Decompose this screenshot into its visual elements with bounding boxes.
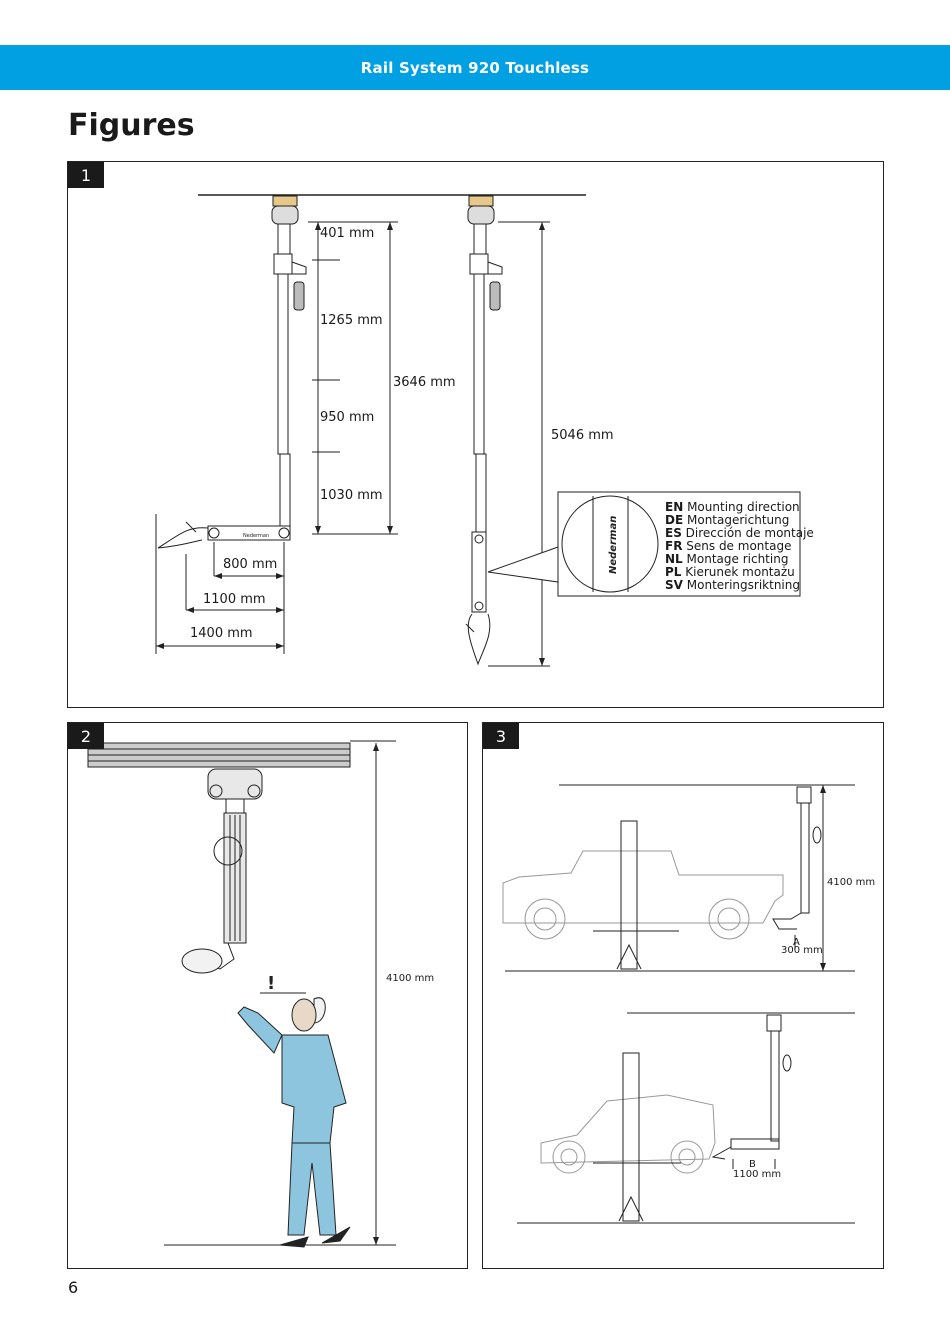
warning-icon: ! — [267, 973, 275, 994]
figure-1-drawing: Nederman — [155, 194, 814, 667]
lang-code: ES — [665, 526, 682, 540]
svg-text:DE Montagerichtung: DE Montagerichtung — [665, 513, 789, 527]
figure-3-panel: 4100 mm A 300 mm B 1100 mm 3 — [482, 722, 884, 1269]
dim-401: 401 mm — [320, 226, 374, 241]
label-a: A — [793, 937, 800, 948]
dim-4100: 4100 mm — [386, 973, 434, 984]
brand-logo: Nederman — [608, 516, 619, 574]
header-bar: Rail System 920 Touchless — [0, 45, 950, 90]
mounting-direction-list: EN Mounting direction DE Montagerichtung… — [665, 500, 814, 592]
svg-text:SV Monteringsriktning: SV Monteringsriktning — [665, 578, 800, 592]
svg-text:EN Mounting direction: EN Mounting direction — [665, 500, 800, 514]
svg-text:NL Montage richting: NL Montage richting — [665, 552, 788, 566]
figure-2-number: 2 — [68, 723, 104, 749]
figure-2-panel: ! 4100 mm 2 — [67, 722, 468, 1269]
svg-text:ES Dirección de montaje: ES Dirección de montaje — [665, 526, 814, 540]
lang-text: Dirección de montaje — [686, 526, 814, 540]
dim-5046: 5046 mm — [551, 428, 614, 443]
lang-text: Kierunek montażu — [685, 565, 794, 579]
dim-1030: 1030 mm — [320, 488, 383, 503]
header-title: Rail System 920 Touchless — [360, 58, 590, 77]
dim-950: 950 mm — [320, 410, 374, 425]
svg-text:Nederman: Nederman — [243, 533, 269, 539]
lang-text: Montage richting — [687, 552, 789, 566]
dim-1265: 1265 mm — [320, 313, 383, 328]
svg-text:PL Kierunek montażu: PL Kierunek montażu — [665, 565, 795, 579]
figure-3-drawing: 4100 mm A 300 mm B 1100 mm — [502, 784, 875, 1224]
dim-3646: 3646 mm — [393, 375, 456, 390]
page-title: Figures — [68, 108, 195, 143]
lang-code: SV — [665, 578, 684, 592]
figure-2-drawing: ! 4100 mm — [87, 740, 434, 1248]
page-number: 6 — [68, 1278, 79, 1297]
dim-800: 800 mm — [223, 557, 277, 572]
lang-code: NL — [665, 552, 683, 566]
lang-text: Mounting direction — [687, 500, 800, 514]
lang-code: DE — [665, 513, 683, 527]
lang-text: Sens de montage — [686, 539, 791, 553]
lang-code: FR — [665, 539, 682, 553]
svg-text:FR Sens de montage: FR Sens de montage — [665, 539, 791, 553]
dim-300: 300 mm — [781, 945, 823, 956]
dim-1400: 1400 mm — [190, 626, 253, 641]
dim-1100-fig3: 1100 mm — [733, 1169, 781, 1180]
lang-text: Monteringsriktning — [687, 578, 800, 592]
figure-1-panel: Nederman — [67, 161, 884, 708]
dim-4100-fig3: 4100 mm — [827, 877, 875, 888]
figure-1-number: 1 — [68, 162, 104, 188]
lang-code: PL — [665, 565, 682, 579]
label-b: B — [749, 1159, 756, 1170]
lang-code: EN — [665, 500, 683, 514]
dim-1100: 1100 mm — [203, 592, 266, 607]
lang-text: Montagerichtung — [687, 513, 789, 527]
figure-3-number: 3 — [483, 723, 519, 749]
